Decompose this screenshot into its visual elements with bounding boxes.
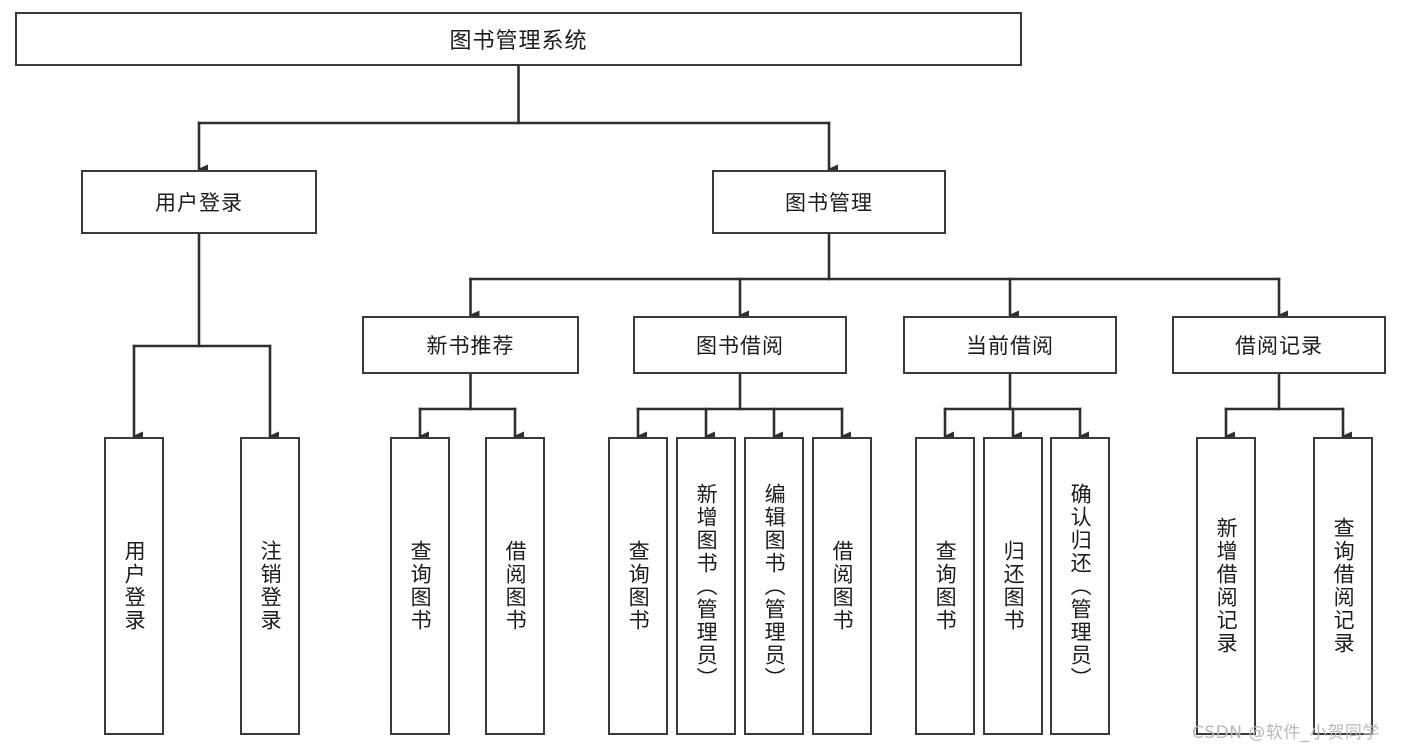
node-leaf-query-book-b[interactable]: 查询图书 [608,437,668,735]
node-leaf-user-logout[interactable]: 注销登录 [240,437,300,735]
node-label: 借阅图书 [830,540,855,632]
node-label: 查询借阅记录 [1331,517,1356,655]
node-borrow-record[interactable]: 借阅记录 [1172,316,1386,374]
node-leaf-return-book[interactable]: 归还图书 [983,437,1043,735]
node-current-borrow[interactable]: 当前借阅 [903,316,1117,374]
node-label: 图书管理系统 [449,29,588,54]
node-label: 注销登录 [258,540,283,632]
node-leaf-borrow-book-b[interactable]: 借阅图书 [812,437,872,735]
node-label: 新增图书（管理员） [694,482,719,690]
node-leaf-add-record[interactable]: 新增借阅记录 [1196,437,1256,735]
node-new-book-rec[interactable]: 新书推荐 [362,316,579,374]
node-label: 用户登录 [155,191,243,215]
node-root[interactable]: 图书管理系统 [15,12,1022,66]
node-label: 新书推荐 [426,334,515,358]
node-book-borrow[interactable]: 图书借阅 [633,316,847,374]
node-leaf-query-book-c[interactable]: 查询图书 [915,437,975,735]
node-leaf-add-book[interactable]: 新增图书（管理员） [676,437,736,735]
node-label: 编辑图书（管理员） [762,482,787,690]
node-label: 图书借阅 [696,334,784,358]
node-label: 查询图书 [626,540,651,632]
node-leaf-query-record[interactable]: 查询借阅记录 [1313,437,1373,735]
node-leaf-confirm-return[interactable]: 确认归还（管理员） [1050,437,1110,735]
node-user-login[interactable]: 用户登录 [81,170,317,234]
watermark-label: CSDN @软件_小贺同学 [1192,723,1380,743]
node-label: 查询图书 [933,540,958,632]
node-leaf-user-login[interactable]: 用户登录 [104,437,164,735]
node-label: 借阅记录 [1235,334,1323,358]
connector-lines [132,64,1352,441]
node-leaf-edit-book[interactable]: 编辑图书（管理员） [744,437,804,735]
node-book-manage[interactable]: 图书管理 [712,170,946,234]
node-label: 当前借阅 [966,334,1054,358]
node-label: 图书管理 [785,191,873,215]
node-label: 新增借阅记录 [1214,517,1239,655]
node-label: 归还图书 [1001,540,1026,632]
node-label: 查询图书 [408,540,433,632]
node-leaf-query-book-rec[interactable]: 查询图书 [390,437,450,735]
node-label: 确认归还（管理员） [1068,482,1093,690]
node-label: 用户登录 [122,540,147,632]
node-leaf-borrow-book-rec[interactable]: 借阅图书 [485,437,545,735]
node-label: 借阅图书 [503,540,528,632]
